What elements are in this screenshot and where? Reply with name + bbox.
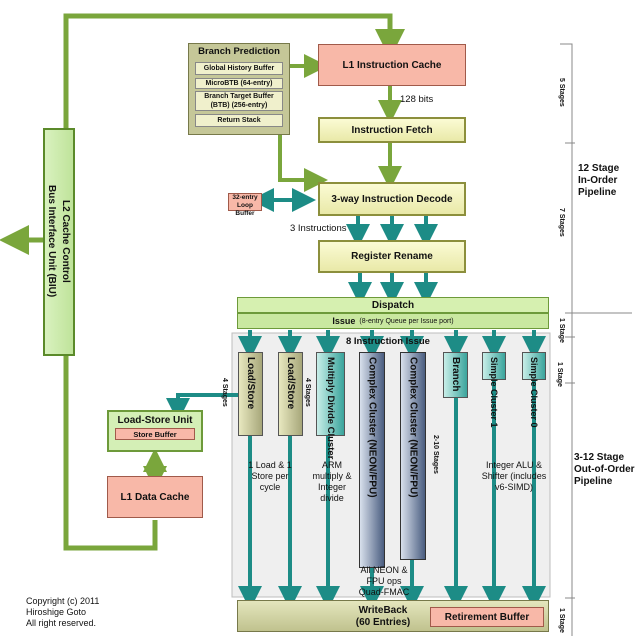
in-order-stages: 12 Stage (578, 163, 620, 174)
complex-cluster-1: Complex Cluster (NEON/FPU) (400, 352, 426, 560)
cluster-2-stages: 4 Stages (304, 378, 311, 407)
ooo-label: Out-of-Order (574, 464, 635, 475)
issue-note: (8-entry Queue per Issue port) (359, 317, 454, 325)
issue-width-label: 8 Instruction Issue (346, 336, 430, 347)
issue-to-cluster-arrows (238, 330, 546, 360)
seg-7-stages: 7 Stages (558, 208, 565, 237)
instruction-fetch: Instruction Fetch (318, 117, 466, 143)
arm-multiply-note: ARM multiply & Integer divide (312, 460, 352, 503)
cluster-4-label: Complex Cluster (NEON/FPU) (407, 357, 419, 498)
cluster-6-label: Simple Cluster 1 (489, 357, 499, 428)
cluster-0-label: Load/Store (245, 357, 256, 410)
out-of-order-pipeline-label: 3-12 Stage Out-of-Order Pipeline (574, 452, 635, 488)
cluster-7-stages: 1 Stage (556, 362, 563, 387)
register-rename: Register Rename (318, 240, 466, 273)
writeback-label: WriteBack (358, 604, 408, 616)
cluster-3-label: Complex Cluster (NEON/FPU) (366, 357, 378, 498)
branch-prediction-block: Branch Prediction Global History Buffer … (188, 43, 290, 135)
cluster-7-label: Simple Cluster 0 (529, 357, 539, 428)
return-stack: Return Stack (195, 114, 283, 127)
copyright-line-2: Hiroshige Goto (26, 607, 87, 617)
in-order-label: In-Order (578, 175, 618, 186)
cluster-to-writeback-arrows (166, 380, 546, 610)
issue-label: Issue (332, 316, 356, 326)
neon-note: All NEON & FPU ops Quad-FMAC (358, 565, 410, 597)
cluster-1-label: Load/Store (285, 357, 296, 410)
micro-btb: MicroBTB (64-entry) (195, 78, 283, 89)
load-store-cluster-0: Load/Store (238, 352, 263, 436)
seg-1-stage-a: 1 Stage (558, 318, 565, 343)
load-store-unit: Load-Store Unit Store Buffer (107, 410, 203, 452)
branch-cluster: Branch (443, 352, 468, 398)
fetch-width-label: 128 bits (400, 94, 434, 105)
simple-cluster-0: Simple Cluster 0 (522, 352, 546, 428)
store-buffer: Store Buffer (115, 428, 195, 440)
dispatch-stage: Dispatch (237, 297, 549, 313)
writeback-block: WriteBack (60 Entries) Retirement Buffer (237, 600, 549, 632)
bus-interface-unit: Bus Interface Unit (BIU) L2 Cache Contro… (43, 128, 75, 356)
branch-prediction-title: Branch Prediction (198, 45, 280, 57)
loop-buffer: 32-entry Loop Buffer (228, 193, 262, 217)
decode-width-label: 3 Instructions (290, 223, 347, 234)
issue-stage: Issue (8-entry Queue per Issue port) (237, 313, 549, 329)
seg-1-stage-c: 1 Stage (558, 608, 565, 633)
writeback-entries: (60 Entries) (355, 616, 411, 628)
multiply-divide-cluster: Multiply Divide Cluster (316, 352, 345, 460)
cluster-2-label: Multiply Divide Cluster (325, 357, 336, 460)
ooo-pipe: Pipeline (574, 476, 613, 487)
biu-loop-line (0, 13, 405, 551)
copyright-block: Copyright (c) 2011 Hiroshige Goto All ri… (26, 596, 99, 629)
complex-cluster-0: Complex Cluster (NEON/FPU) (359, 352, 385, 568)
l2-cache-control-label: L2 Cache Control (60, 200, 71, 283)
seg-5-stages: 5 Stages (558, 78, 565, 107)
pipeline-bracket (560, 43, 632, 636)
load-store-cluster-1: Load/Store (278, 352, 303, 436)
cluster-4-stages: 2-10 Stages (432, 435, 439, 474)
l1-data-cache: L1 Data Cache (107, 476, 203, 518)
ooo-stages: 3-12 Stage (574, 452, 625, 463)
load-store-note: 1 Load & 1 Store per cycle (248, 460, 292, 492)
branch-target-buffer: Branch Target Buffer (BTB) (256-entry) (195, 91, 283, 111)
global-history-buffer: Global History Buffer (195, 62, 283, 75)
cluster-0-stages: 4 Stages (221, 378, 228, 407)
cluster-5-label: Branch (450, 357, 461, 392)
lsu-label: Load-Store Unit (117, 414, 193, 426)
decode-to-rename-arrows (250, 188, 438, 306)
in-order-pipe: Pipeline (578, 187, 617, 198)
in-order-pipeline-label: 12 Stage In-Order Pipeline (578, 163, 619, 199)
biu-label: Bus Interface Unit (BIU) (46, 185, 57, 298)
copyright-line-3: All right reserved. (26, 618, 97, 628)
instruction-decode: 3-way Instruction Decode (318, 182, 466, 216)
l1-instruction-cache: L1 Instruction Cache (318, 44, 466, 86)
retirement-buffer: Retirement Buffer (430, 607, 544, 627)
copyright-line-1: Copyright (c) 2011 (26, 596, 100, 606)
simple-cluster-1: Simple Cluster 1 (482, 352, 506, 428)
bp-to-decode-arrow (278, 135, 328, 192)
integer-note: Integer ALU & Shifter (includes v6-SIMD) (481, 460, 547, 492)
